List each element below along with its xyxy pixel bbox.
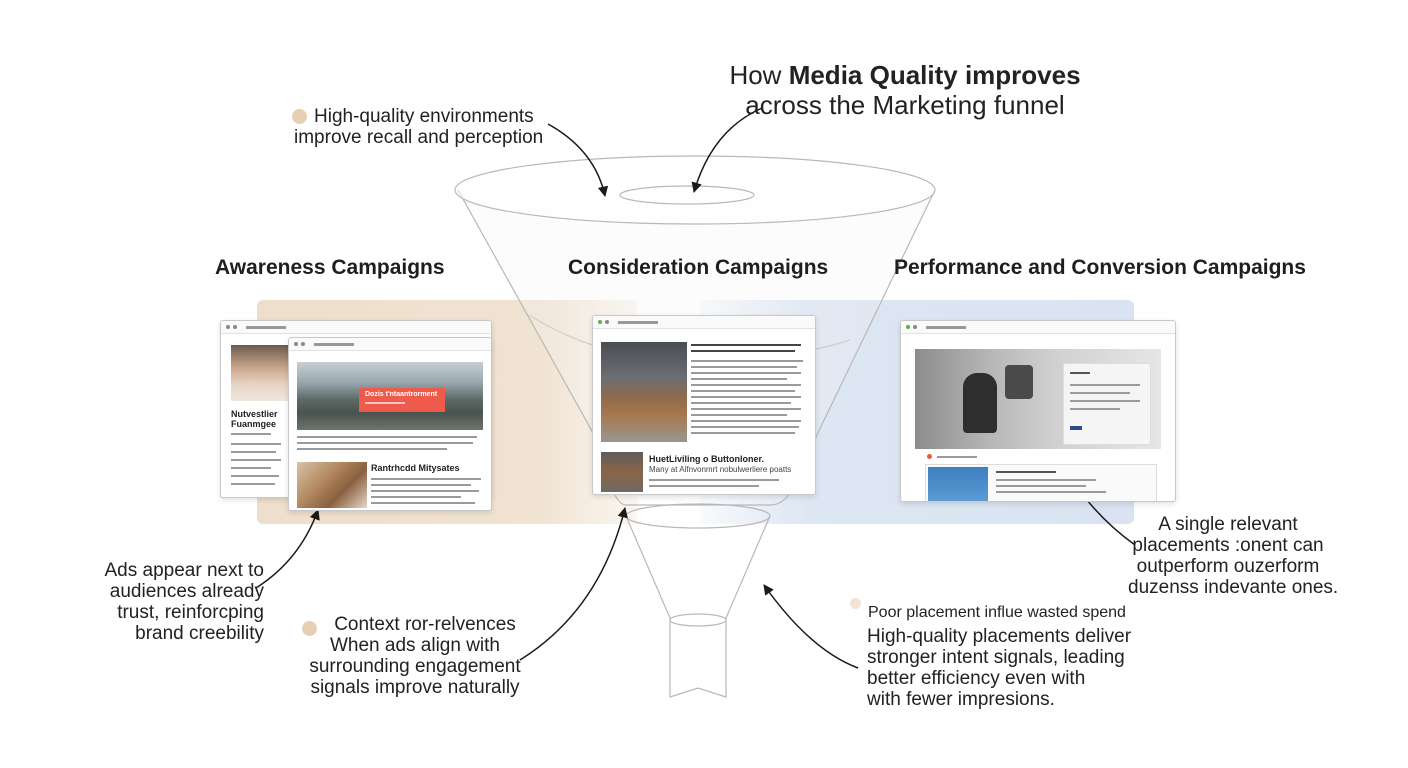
annotation-line: High-quality placements deliver [867,626,1132,647]
annotation-line: audiences already [109,581,264,602]
ad-strip [925,464,1157,501]
annotation-line: Ads appear next to [104,560,265,581]
annotation-line: placements :onent can [1132,535,1324,556]
boot-thumbnail-image [601,452,643,492]
bullet-dot [850,598,861,609]
annotation-line: better efficiency even with [867,668,1086,689]
status-dot [927,454,932,459]
annotation-line: surrounding engagement [309,656,521,677]
browser-chrome [221,321,491,334]
annotation-line: stronger intent signals, leading [867,647,1125,668]
mountain-image: Dozis t'ntaantrorment [297,362,483,430]
annotation-top-left: High-quality environments improve recall… [294,106,543,148]
ad-banner-text: Dozis t'ntaantrorment [365,391,438,398]
annotation-bottom-right-small: Poor placement influe wasted spend [868,604,1126,621]
mock-subline: Fuanmgee [231,419,277,429]
annotation-bottom-left: Ads appear next to audiences already tru… [70,560,265,644]
buy-button[interactable] [1070,426,1082,430]
browser-chrome [901,321,1175,334]
annotation-line: Context ror-relvences [334,614,516,635]
stage-awareness-label: Awareness Campaigns [215,256,445,279]
person-image [297,462,367,508]
boot-image [601,342,687,442]
annotation-line: When ads align with [329,635,501,656]
mock-article-title: Rantrhcdd Mitysates [371,463,460,473]
annotation-line: signals improve naturally [310,677,520,698]
mock-article-title: HuetLiviling o Buttonloner. [649,454,764,464]
bullet-dot [302,621,317,636]
conversion-window [900,320,1176,502]
title-prefix: How [729,60,789,90]
hiker-image [915,349,1161,449]
mock-article-sub: Many at Alfnvonmrt nobulwerliere poatts [649,465,792,474]
annotation-right: A single relevant placements :onent can … [1128,514,1339,598]
product-panel [1063,363,1151,445]
mock-headline: Nutvestlier [231,409,278,419]
annotation-line: A single relevant [1158,514,1298,535]
title-line2: across the Marketing funnel [745,90,1065,120]
annotation-line: duzenss indevante ones. [1128,577,1339,598]
annotation-line: with fewer impresions. [867,689,1055,710]
annotation-line: outperform ouzerform [1136,556,1320,577]
annotation-line: High-quality environments [314,106,534,127]
stage-consideration-label: Consideration Campaigns [568,256,829,279]
title-emphasis: Media Quality improves [788,60,1081,90]
annotation-bottom-center: Context ror-relvences When ads align wit… [300,614,530,698]
annotation-bottom-right: High-quality placements deliver stronger… [867,626,1131,710]
portrait-image [231,345,289,401]
ad-banner[interactable]: Dozis t'ntaantrorment [359,388,445,412]
consideration-window: HuetLiviling o Buttonloner. Many at Alfn… [592,315,816,495]
diagram-title: How Media Quality improves across the Ma… [700,60,1110,120]
awareness-front-window: Dozis t'ntaantrorment Rantrhcdd Mitysate… [288,337,492,511]
annotation-line: trust, reinforcping [117,602,264,623]
browser-chrome [289,338,491,351]
stage-conversion-label: Performance and Conversion Campaigns [894,256,1306,279]
bullet-dot [292,109,307,124]
browser-chrome [593,316,815,329]
ad-strip-image[interactable] [928,467,988,501]
annotation-line: improve recall and perception [294,127,544,148]
annotation-line: brand creebility [135,623,264,644]
